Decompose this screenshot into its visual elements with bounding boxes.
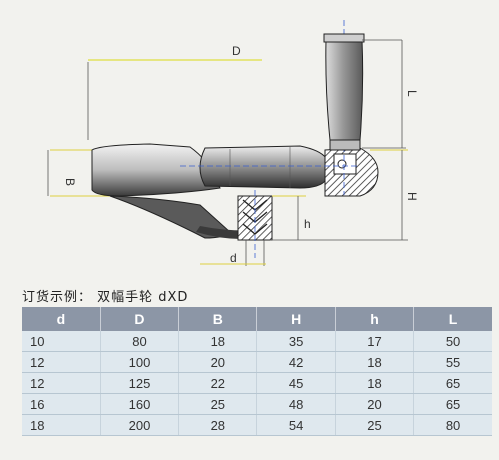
rim-section-right: [324, 147, 379, 197]
table-row: 18 200 28 54 25 80: [22, 414, 492, 436]
table-cell: 17: [335, 331, 415, 352]
column-header-B: B: [178, 307, 258, 331]
table-cell: 50: [413, 331, 492, 352]
table-cell: 12: [22, 351, 101, 373]
label-B: B: [63, 178, 77, 186]
table-cell: 18: [178, 331, 258, 352]
crank-handle: [323, 33, 365, 151]
label-L: L: [405, 90, 419, 97]
table-cell: 80: [413, 414, 492, 436]
order-example-caption: 订货示例： 双幅手轮 dXD: [22, 290, 189, 305]
table-cell: 42: [256, 351, 336, 373]
column-header-h: h: [335, 307, 415, 331]
table-cell: 20: [178, 351, 258, 373]
column-header-L: L: [413, 307, 492, 331]
column-header-d: d: [22, 307, 101, 331]
dimension-B: B: [47, 149, 110, 197]
label-D: D: [232, 44, 241, 58]
table-cell: 28: [178, 414, 258, 436]
table-cell: 25: [335, 414, 415, 436]
table-cell: 18: [335, 351, 415, 373]
dimension-h: h: [272, 195, 311, 240]
table-cell: 48: [256, 393, 336, 415]
table-cell: 80: [100, 331, 180, 352]
table-cell: 55: [413, 351, 492, 373]
column-header-H: H: [256, 307, 336, 331]
dimension-D: D: [87, 44, 262, 140]
table-cell: 10: [22, 331, 101, 352]
dimension-spec-table: d D B H h L 10 80 18 35 17 50 12 100 20 …: [22, 307, 492, 436]
table-cell: 45: [256, 372, 336, 394]
table-cell: 35: [256, 331, 336, 352]
label-h: h: [304, 217, 311, 231]
table-cell: 18: [335, 372, 415, 394]
table-cell: 18: [22, 414, 101, 436]
table-cell: 160: [100, 393, 180, 415]
table-cell: 100: [100, 351, 180, 373]
table-cell: 22: [178, 372, 258, 394]
table-cell: 25: [178, 393, 258, 415]
dimension-L: L: [362, 39, 419, 149]
table-header-row: d D B H h L: [22, 307, 492, 331]
table-cell: 20: [335, 393, 415, 415]
table-cell: 54: [256, 414, 336, 436]
label-H: H: [405, 192, 419, 201]
table-row: 10 80 18 35 17 50: [22, 331, 492, 352]
table-cell: 12: [22, 372, 101, 394]
table-row: 12 100 20 42 18 55: [22, 351, 492, 373]
table-cell: 200: [100, 414, 180, 436]
handwheel-technical-drawing: D B: [47, 20, 419, 266]
table-row: 16 160 25 48 20 65: [22, 393, 492, 415]
dimension-d: d: [200, 240, 266, 266]
table-cell: 125: [100, 372, 180, 394]
table-cell: 65: [413, 393, 492, 415]
table-cell: 16: [22, 393, 101, 415]
wheel-body: [91, 143, 262, 240]
dimension-H: H: [270, 149, 419, 241]
label-d: d: [230, 251, 237, 265]
table-row: 12 125 22 45 18 65: [22, 372, 492, 394]
column-header-D: D: [100, 307, 180, 331]
table-cell: 65: [413, 372, 492, 394]
hub-shaft: [199, 145, 327, 189]
